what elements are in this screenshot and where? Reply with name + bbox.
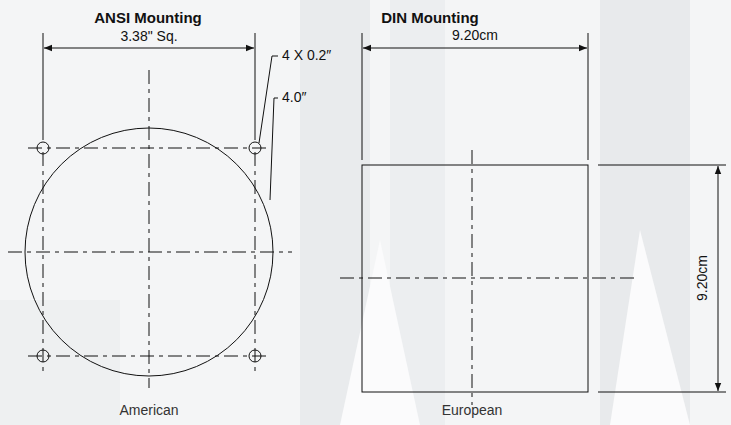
cutout-circle [25,128,273,376]
dimension-label: 9.20cm [695,255,710,301]
extension-line [598,165,726,166]
extension-line [598,392,726,393]
extension-line [588,33,589,160]
dimension-label: 9.20cm [452,28,498,43]
mounting-hole [249,350,261,362]
dimension-label: 3.38" Sq. [120,29,177,44]
mounting-hole [37,142,49,154]
dimension-line [718,166,719,391]
dimension-line [363,48,587,49]
mounting-hole [249,142,261,154]
view-title: DIN Mounting [381,10,478,27]
callout-label: 4.0″ [282,90,306,105]
extension-line [255,33,256,140]
leader-line [259,56,278,143]
dimension-line [44,48,254,49]
extension-line [43,33,44,140]
mounting-hole [37,350,49,362]
leader-line [270,98,278,200]
extension-line [362,33,363,160]
callout-label: 4 X 0.2″ [282,48,331,63]
standard-caption: European [442,403,503,418]
standard-caption: American [119,403,178,418]
view-title: ANSI Mounting [94,10,201,27]
